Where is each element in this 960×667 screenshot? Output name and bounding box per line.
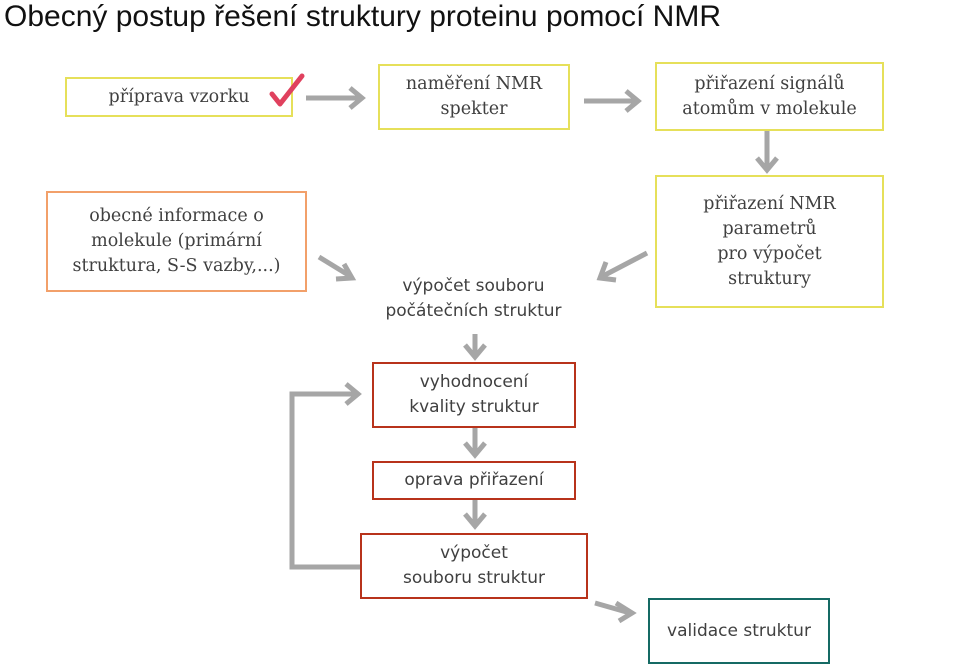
box-oprava-prirazeni: oprava přiřazení xyxy=(372,461,576,500)
box-label: souboru struktur xyxy=(403,568,545,588)
box-namereni-nmr-spekter: naměření NMR spekter xyxy=(378,64,570,130)
box-label: přiřazení signálů xyxy=(694,73,845,94)
box-validace-struktur: validace struktur xyxy=(648,598,830,664)
box-label: struktury xyxy=(728,268,811,289)
box-label: pro výpočet xyxy=(717,243,822,264)
box-label: výpočet xyxy=(440,543,508,563)
box-label: počátečních struktur xyxy=(385,301,562,321)
box-label: výpočet souboru xyxy=(402,276,545,296)
box-label: parametrů xyxy=(722,218,817,239)
box-label: oprava přiřazení xyxy=(404,470,544,490)
box-label: příprava vzorku xyxy=(108,86,250,107)
box-label: validace struktur xyxy=(667,620,811,641)
box-label: obecné informace o xyxy=(89,206,264,226)
box-vypocet-pocatecnich-struktur: výpočet souboru počátečních struktur xyxy=(361,264,586,334)
arrow-parametry-vypocet xyxy=(601,250,649,279)
box-label: kvality struktur xyxy=(409,397,539,417)
arrow-loop-back xyxy=(289,391,360,570)
box-prirazeni-nmr-parametru: přiřazení NMR parametrů pro výpočet stru… xyxy=(655,175,884,308)
checkmark-icon xyxy=(269,73,305,107)
box-label: molekule (primární xyxy=(91,231,262,251)
arrow-informace-vypocet xyxy=(317,254,352,279)
box-vypocet-souboru-struktur: výpočet souboru struktur xyxy=(360,533,588,599)
arrow-vypocet-validace xyxy=(594,600,631,616)
box-prirazeni-signalu: přiřazení signálů atomům v molekule xyxy=(655,62,884,131)
box-vyhodnoceni-kvality: vyhodnocení kvality struktur xyxy=(372,362,576,428)
box-label: naměření NMR xyxy=(405,74,543,94)
box-label: přiřazení NMR xyxy=(703,193,836,214)
box-label: vyhodnocení xyxy=(419,372,529,392)
box-label: struktura, S-S vazby,...) xyxy=(72,256,281,276)
box-label: spekter xyxy=(440,99,508,119)
box-priprava-vzorku: příprava vzorku xyxy=(65,77,293,117)
page-title: Obecný postup řešení struktury proteinu … xyxy=(4,0,721,33)
box-obecne-informace: obecné informace o molekule (primární st… xyxy=(46,191,307,292)
box-label: atomům v molekule xyxy=(682,98,857,119)
